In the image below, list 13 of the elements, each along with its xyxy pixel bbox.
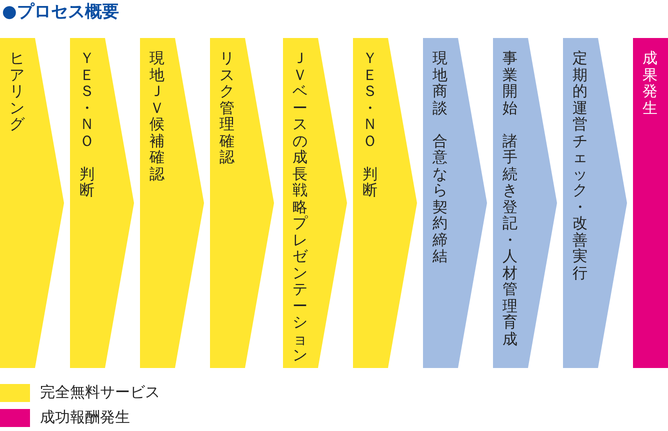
- chevron-step: 定期的運営チェック・改善実行: [563, 38, 628, 368]
- chevron-step: 事業開始 諸手続き登記・人材管理育成: [493, 38, 558, 368]
- legend-label: 完全無料サービス: [40, 383, 160, 402]
- chevron-step: 現地商談 合意なら契約締結: [423, 38, 488, 368]
- legend-label: 成功報酬発生: [40, 408, 130, 427]
- title: ●プロセス概要: [2, 1, 119, 23]
- chevron-step: 現地ＪＶ候補確認: [140, 38, 205, 368]
- chevron-step: ＹＥＳ・ＮＯ 判断: [70, 38, 135, 368]
- chevron-step: ヒアリング: [0, 38, 65, 368]
- chevron-step: リスク管理確認: [210, 38, 275, 368]
- result-box: 成果発生: [633, 38, 668, 368]
- chevron-step: ＹＥＳ・ＮＯ 判断: [353, 38, 418, 368]
- chevron-step: ＪＶベースの成長戦略プレゼンテーション: [283, 38, 348, 368]
